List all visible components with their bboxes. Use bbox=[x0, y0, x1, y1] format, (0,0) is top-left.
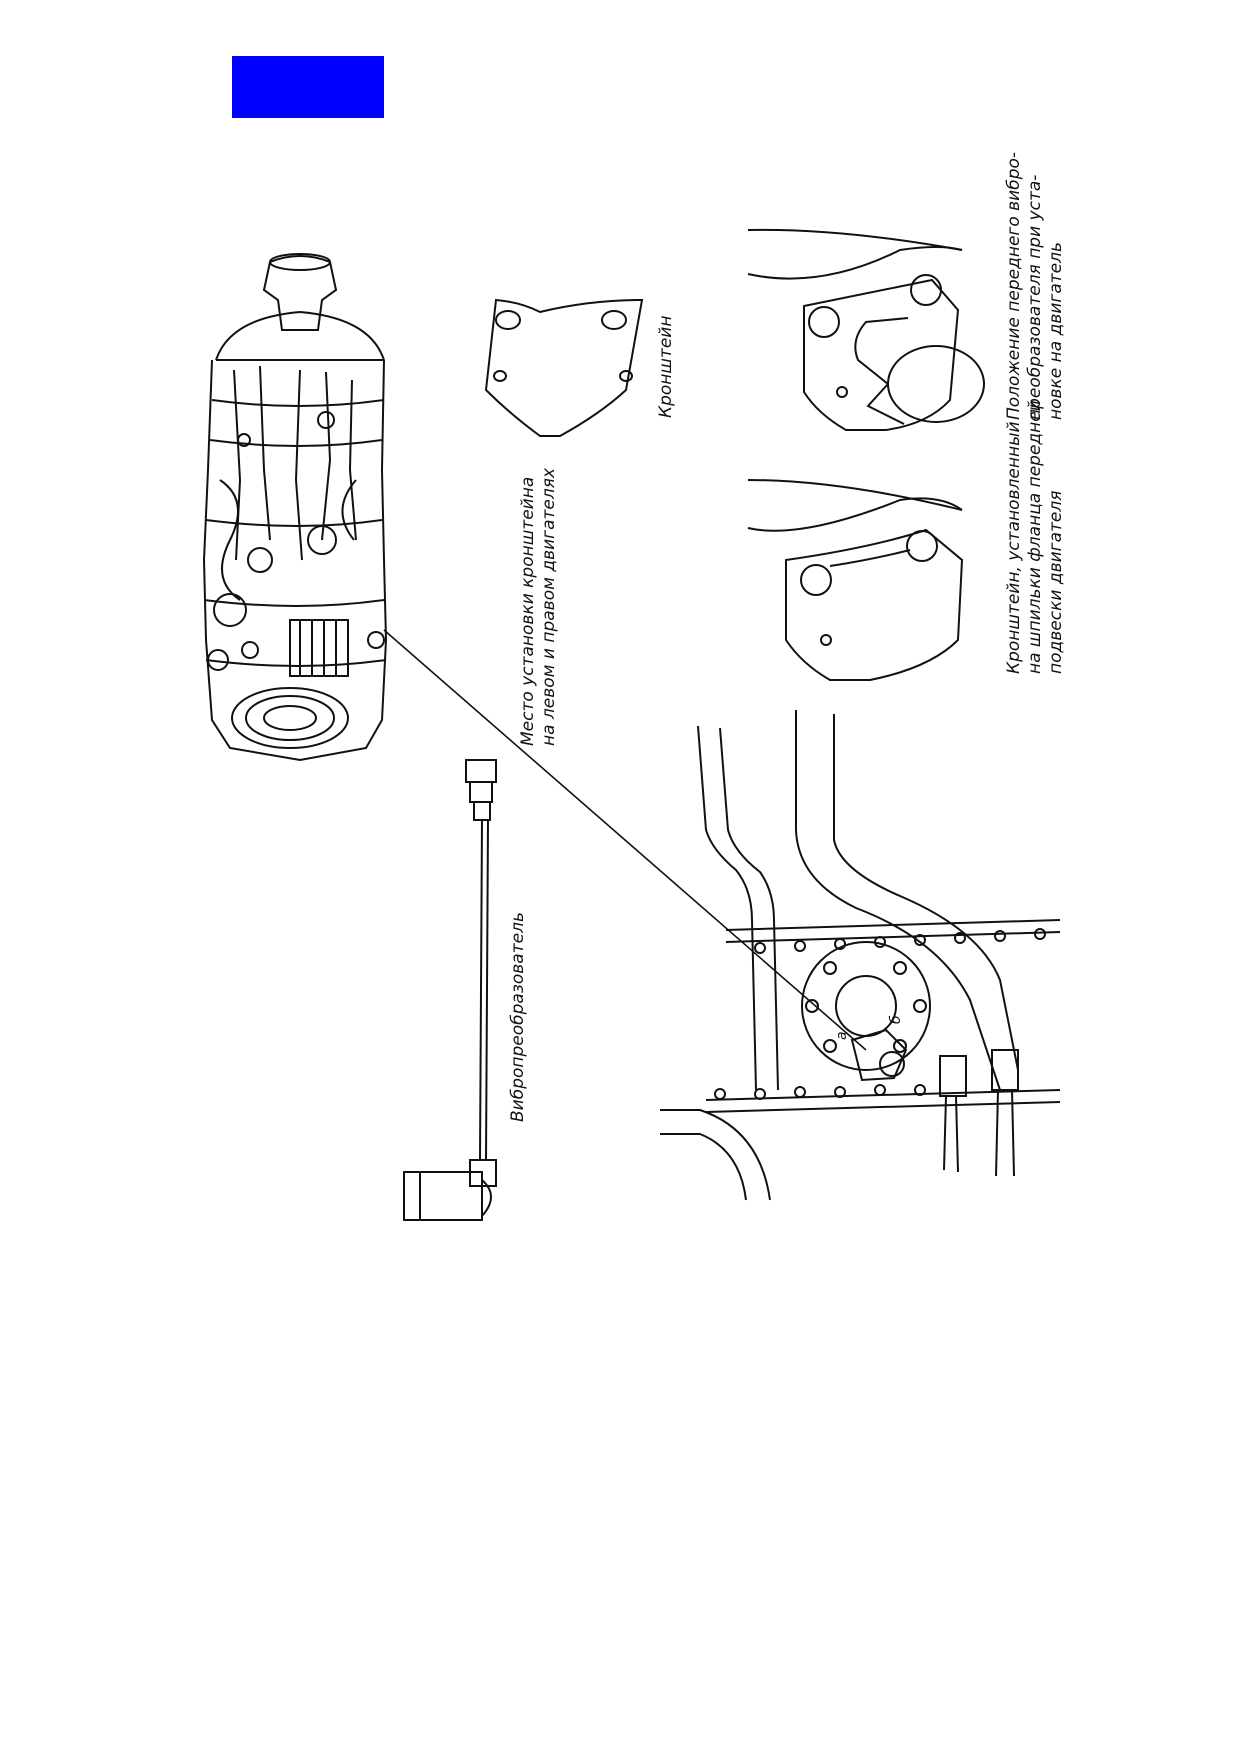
bracket-label: Кронштейн bbox=[656, 315, 676, 418]
connection-line bbox=[383, 629, 867, 1051]
bracket-installed-label: Кронштейн, установленный на шпильки флан… bbox=[1004, 400, 1066, 674]
sensor-label: Вибропреобразователь bbox=[508, 912, 528, 1122]
installation-location-label: Место установки кронштейна на левом и пр… bbox=[518, 467, 559, 746]
mark-b-label: б bbox=[888, 1015, 904, 1024]
installation-location-illustration bbox=[660, 710, 1061, 1201]
bracket-illustration bbox=[484, 298, 644, 437]
mark-a-label: а bbox=[834, 1031, 850, 1040]
engine-illustration bbox=[202, 253, 388, 762]
bracket-installed-illustration bbox=[747, 479, 964, 681]
front-sensor-position-label: Положение переднего вибро- преобразовате… bbox=[1004, 151, 1066, 420]
front-sensor-position-illustration bbox=[747, 228, 985, 431]
blue-marker-block bbox=[232, 56, 384, 118]
sensor-illustration bbox=[403, 759, 497, 1221]
